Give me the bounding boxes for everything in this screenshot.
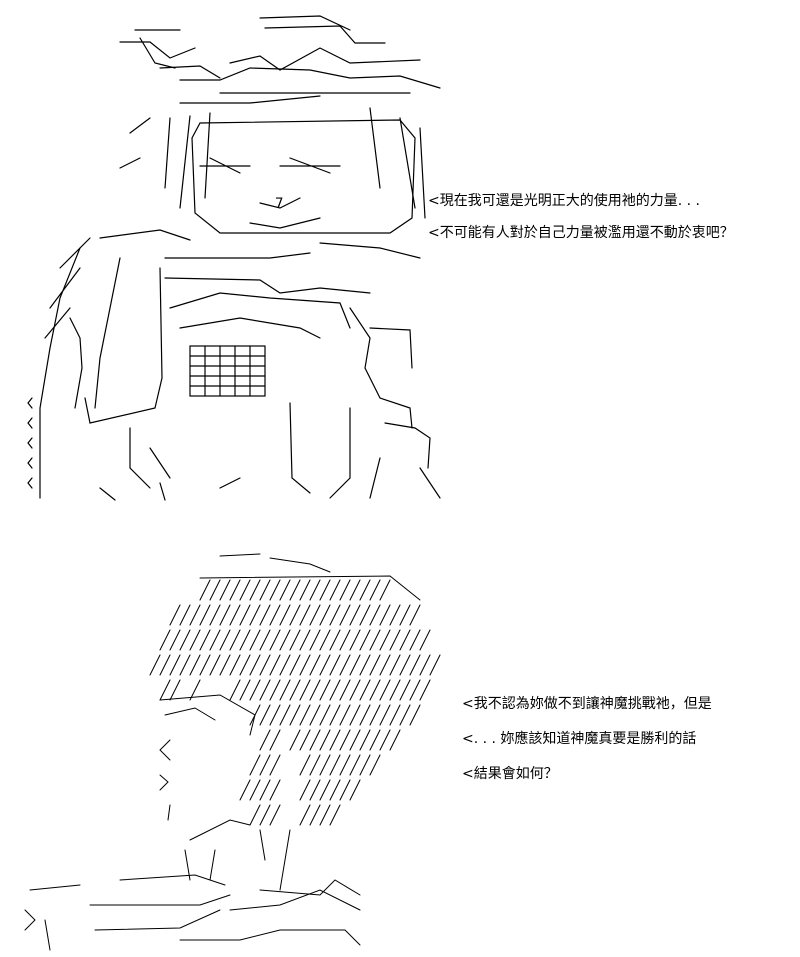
panel-top: 7 bbox=[20, 8, 734, 503]
dialogue-line: <現在我可還是光明正大的使用祂的力量. . . bbox=[428, 193, 700, 209]
dialogue-line: <. . . 妳應該知道神魔真要是勝利的話 bbox=[462, 731, 697, 747]
svg-text:7: 7 bbox=[275, 196, 283, 212]
dialogue-line: <不可能有人對於自己力量被濫用還不動於衷吧？ bbox=[428, 225, 734, 241]
knight-figure-drawing: 7 bbox=[27, 15, 441, 501]
hooded-ascii-figure bbox=[20, 550, 460, 955]
dialogue-line: <我不認為妳做不到讓神魔挑戰祂，但是 bbox=[462, 696, 712, 712]
knight-ascii-figure: 7 bbox=[20, 8, 445, 503]
hooded-figure-drawing bbox=[24, 553, 441, 951]
dialogue-bottom: <我不認為妳做不到讓神魔挑戰祂，但是 <. . . 妳應該知道神魔真要是勝利的話… bbox=[462, 695, 712, 800]
dialogue-top: <現在我可還是光明正大的使用祂的力量. . . <不可能有人對於自己力量被濫用還… bbox=[428, 192, 734, 256]
dialogue-line: <結果會如何？ bbox=[462, 766, 558, 782]
panel-bottom: <我不認為妳做不到讓神魔挑戰祂，但是 <. . . 妳應該知道神魔真要是勝利的話… bbox=[0, 520, 800, 957]
